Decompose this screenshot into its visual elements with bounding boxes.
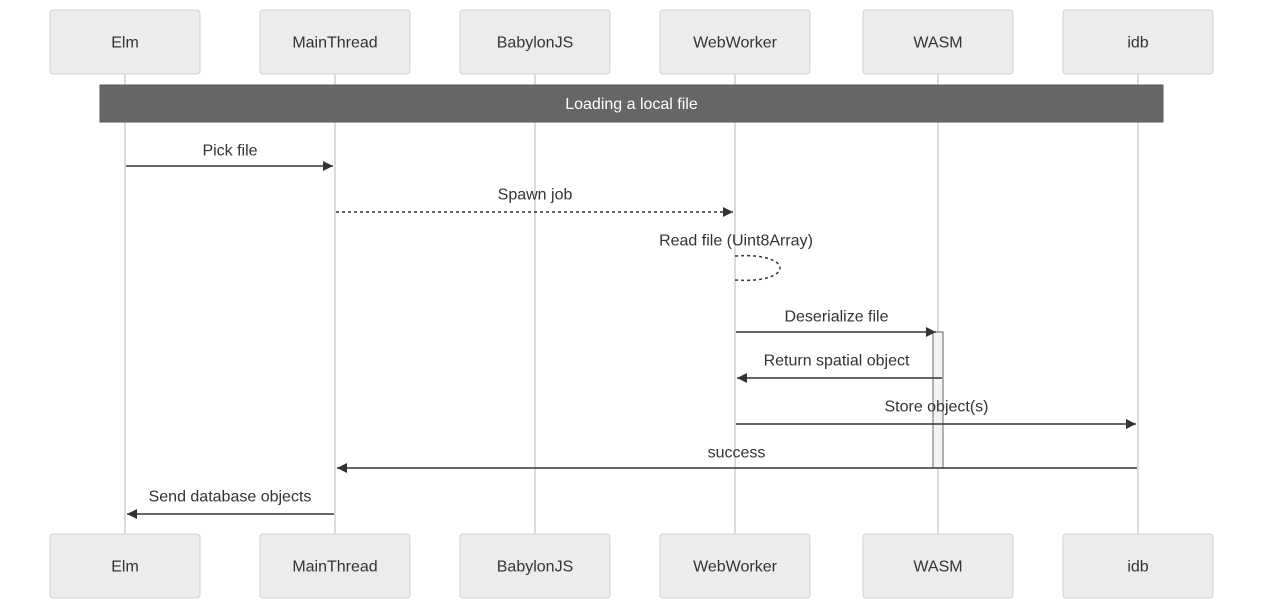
- self-message-loop: [734, 254, 781, 282]
- actor-babylon-top: BabylonJS: [459, 9, 611, 75]
- actor-idb-bottom: idb: [1062, 533, 1214, 599]
- message-label: Return spatial object: [764, 353, 910, 370]
- actor-label: WASM: [913, 559, 962, 576]
- actors-bottom: Elm MainThread BabylonJS WebWorker WASM idb: [49, 533, 1214, 599]
- actor-worker-top: WebWorker: [659, 9, 811, 75]
- actor-label: Elm: [111, 559, 139, 576]
- lifelines: [124, 74, 1139, 534]
- actor-label: idb: [1127, 35, 1148, 52]
- actor-elm-bottom: Elm: [49, 533, 201, 599]
- actor-box: [862, 533, 1014, 599]
- actor-idb-top: idb: [1062, 9, 1214, 75]
- note-box: [99, 84, 1164, 123]
- actors-top: Elm MainThread BabylonJS WebWorker WASM idb: [49, 9, 1214, 75]
- message-3: Read file (Uint8Array): [659, 233, 813, 282]
- message-label: Deserialize file: [784, 309, 888, 326]
- actor-box: [459, 9, 611, 75]
- note-layer: Loading a local file: [99, 84, 1164, 123]
- actor-label: MainThread: [292, 35, 377, 52]
- actor-label: WebWorker: [693, 559, 778, 576]
- actor-box: [49, 9, 201, 75]
- message-label: Pick file: [202, 143, 257, 160]
- message-label: Store object(s): [884, 399, 988, 416]
- actor-label: BabylonJS: [497, 559, 574, 576]
- actor-wasm-bottom: WASM: [862, 533, 1014, 599]
- actor-box: [259, 9, 411, 75]
- actor-box: [459, 533, 611, 599]
- actor-box: [862, 9, 1014, 75]
- message-2: Spawn job: [336, 187, 733, 217]
- message-label: Send database objects: [149, 489, 312, 506]
- message-5: Return spatial object: [737, 353, 942, 383]
- message-1: Pick file: [126, 143, 333, 171]
- actor-box: [1062, 9, 1214, 75]
- actor-wasm-top: WASM: [862, 9, 1014, 75]
- actor-main-bottom: MainThread: [259, 533, 411, 599]
- actor-box: [659, 9, 811, 75]
- actor-box: [49, 533, 201, 599]
- message-4: Deserialize file: [736, 309, 936, 337]
- actor-label: BabylonJS: [497, 35, 574, 52]
- actor-label: MainThread: [292, 559, 377, 576]
- actor-box: [259, 533, 411, 599]
- actor-box: [659, 533, 811, 599]
- actor-label: WebWorker: [693, 35, 778, 52]
- message-6: Store object(s): [736, 399, 1136, 429]
- actor-label: idb: [1127, 559, 1148, 576]
- actor-label: WASM: [913, 35, 962, 52]
- actor-worker-bottom: WebWorker: [659, 533, 811, 599]
- actor-elm-top: Elm: [49, 9, 201, 75]
- actor-main-top: MainThread: [259, 9, 411, 75]
- message-8: Send database objects: [127, 489, 334, 519]
- actor-babylon-bottom: BabylonJS: [459, 533, 611, 599]
- message-label: Read file (Uint8Array): [659, 233, 813, 250]
- actor-label: Elm: [111, 35, 139, 52]
- message-label: success: [708, 445, 766, 462]
- note-text: Loading a local file: [565, 96, 698, 113]
- message-7: success: [337, 445, 1137, 473]
- actor-box: [1062, 533, 1214, 599]
- message-label: Spawn job: [498, 187, 573, 204]
